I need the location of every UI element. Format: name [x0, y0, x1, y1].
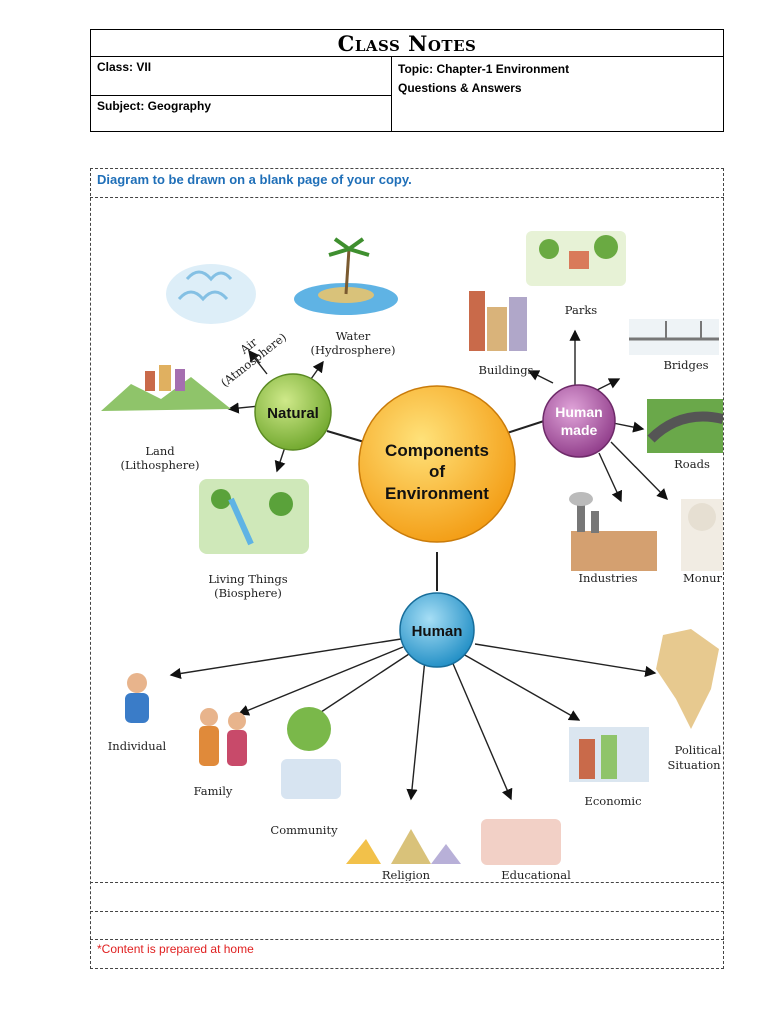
bridges-label: Bridges: [663, 358, 708, 372]
human-arrows: [169, 638, 657, 801]
diagram-frame: [90, 168, 724, 969]
parks-label: Parks: [565, 303, 598, 317]
environment-diagram: Components of Environment Natural Human …: [101, 231, 723, 881]
community-illustration: [281, 707, 341, 799]
economic-label: Economic: [584, 794, 641, 808]
human-labels: Individual Family Community Religion Edu…: [108, 739, 722, 881]
human-made-labels: Parks Buildings Bridges Roads Industries…: [479, 303, 723, 585]
buildings-label: Buildings: [479, 363, 534, 377]
water-label: Water: [336, 329, 371, 343]
center-line-2: of: [429, 462, 445, 481]
monuments-illustration: [681, 499, 723, 571]
living-things-illustration: [199, 479, 309, 554]
center-node: Components of Environment: [358, 385, 516, 543]
water-sub-label: (Hydrosphere): [310, 343, 395, 357]
buildings-illustration: [469, 291, 527, 351]
living-things-sub-label: (Biosphere): [214, 586, 282, 600]
instruction-text: Diagram to be drawn on a blank page of y…: [97, 172, 412, 187]
natural-arrows: [227, 349, 324, 473]
industries-illustration: [569, 492, 657, 571]
family-label: Family: [194, 784, 233, 798]
human-made-arrows: [527, 329, 668, 503]
frame-divider-3: [90, 939, 724, 940]
land-illustration: [101, 365, 231, 411]
class-notes-header: Class Notes Class: VII Subject: Geograph…: [90, 29, 724, 132]
frame-divider-1: [90, 882, 724, 883]
roads-label: Roads: [674, 457, 710, 471]
religion-illustration: [346, 829, 461, 864]
topic-line-2: Questions & Answers: [398, 81, 522, 95]
bridges-illustration: [629, 319, 719, 355]
political-sub-label: Situation: [667, 758, 721, 772]
educational-illustration: [481, 819, 561, 865]
human-made-line-2: made: [561, 422, 598, 438]
community-label: Community: [270, 823, 338, 837]
family-illustration: [199, 708, 247, 766]
human-made-node: Human made: [542, 384, 616, 458]
center-line-1: Components: [385, 441, 489, 460]
natural-node: Natural: [254, 373, 332, 451]
natural-label: Natural: [267, 405, 319, 422]
header-title: Class Notes: [91, 30, 723, 57]
economic-illustration: [569, 727, 649, 782]
land-sub-label: (Lithosphere): [120, 458, 199, 472]
political-label: Political: [675, 743, 722, 757]
human-label: Human: [412, 623, 463, 640]
educational-label: Educational: [501, 868, 571, 881]
header-divider: [91, 95, 391, 96]
header-left-column: Class: VII Subject: Geography: [91, 57, 392, 132]
individual-label: Individual: [108, 739, 167, 753]
human-made-line-1: Human: [555, 404, 602, 420]
topic-line-1: Topic: Chapter-1 Environment: [398, 62, 570, 76]
class-field: Class: VII: [97, 60, 152, 74]
frame-divider-2: [90, 911, 724, 912]
human-node: Human: [399, 592, 475, 668]
industries-label: Industries: [578, 571, 637, 585]
religion-label: Religion: [382, 868, 431, 881]
parks-illustration: [526, 231, 626, 286]
air-illustration: [166, 264, 256, 324]
monuments-label: Monur: [683, 571, 723, 585]
roads-illustration: [647, 399, 723, 453]
frame-divider-top: [90, 197, 724, 198]
land-label: Land: [145, 444, 175, 458]
individual-illustration: [125, 673, 149, 723]
center-line-3: Environment: [385, 484, 489, 503]
topic-field: Topic: Chapter-1 Environment Questions &…: [398, 60, 569, 98]
water-illustration: [294, 237, 398, 315]
footnote-text: *Content is prepared at home: [97, 942, 254, 956]
living-things-label: Living Things: [208, 572, 287, 586]
political-map-illustration: [656, 629, 719, 729]
subject-field: Subject: Geography: [97, 99, 212, 113]
